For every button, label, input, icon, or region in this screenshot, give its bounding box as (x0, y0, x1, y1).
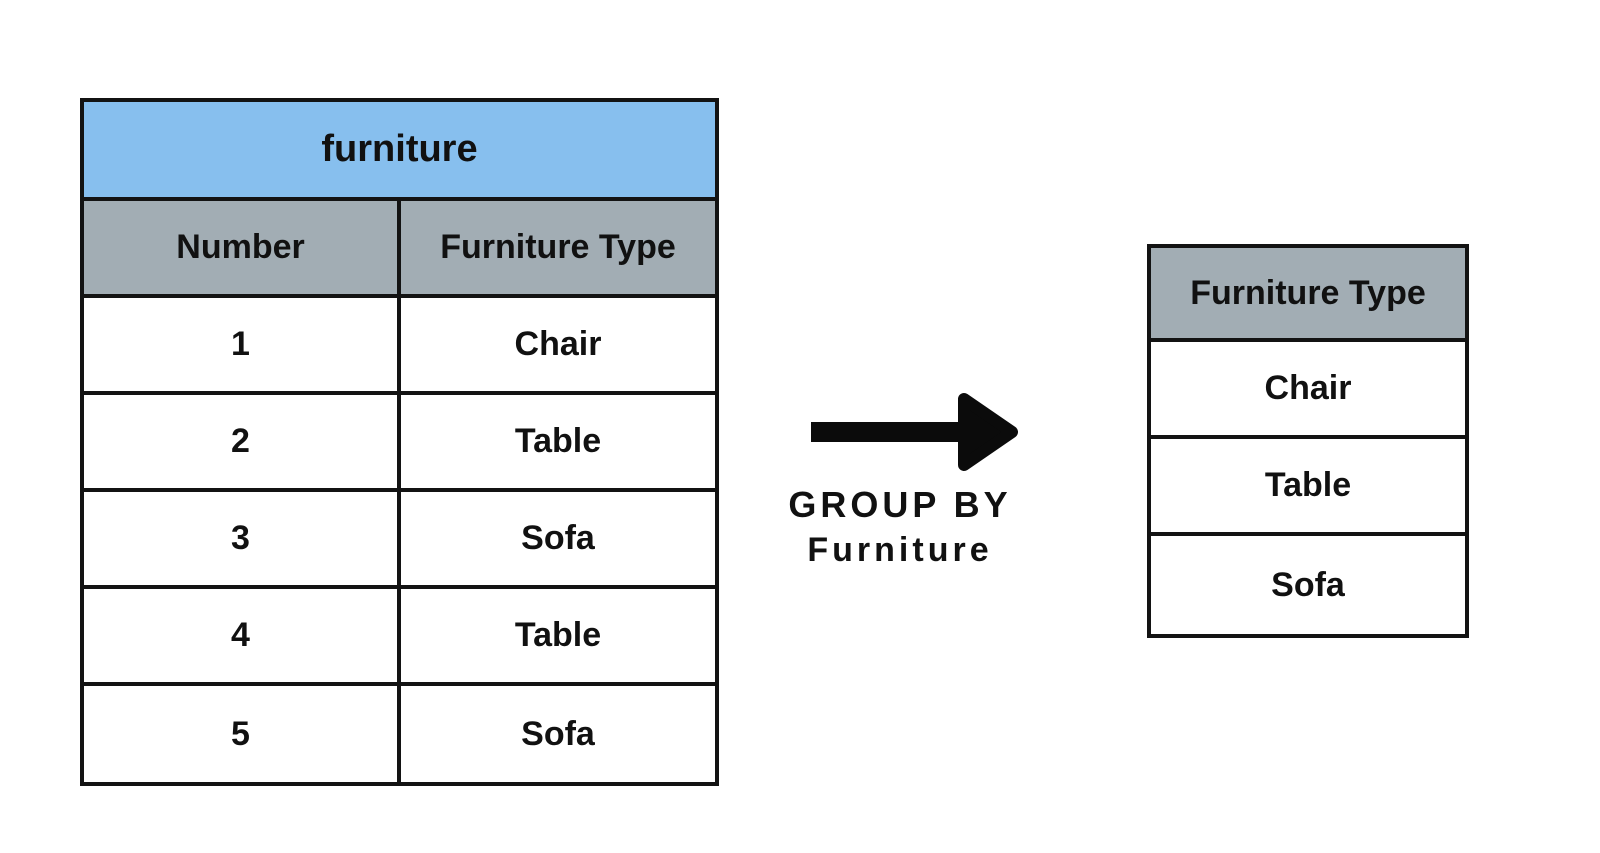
table-row: 2 Table (84, 395, 715, 492)
table-row: 1 Chair (84, 298, 715, 395)
result-row: Sofa (1271, 565, 1345, 604)
column-header-number: Number (84, 201, 401, 294)
right-arrow-icon (806, 392, 1018, 472)
cell-furniture-type: Chair (514, 325, 602, 363)
group-by-column-label: Furniture (807, 531, 993, 569)
cell-furniture-type: Table (514, 616, 602, 654)
result-table: Furniture Type Chair Table Sofa (1147, 244, 1469, 638)
cell-number: 4 (84, 589, 401, 682)
source-table: furniture Number Furniture Type 1 Chair … (80, 98, 719, 786)
group-by-label: GROUP BY (788, 484, 1012, 525)
cell-number: 1 (84, 298, 401, 391)
table-row: 4 Table (84, 589, 715, 686)
source-table-header-row: Number Furniture Type (84, 201, 715, 298)
cell-furniture-type: Table (514, 422, 602, 460)
table-row: 5 Sofa (84, 686, 715, 782)
cell-number: 3 (84, 492, 401, 585)
source-table-title: furniture (84, 102, 715, 201)
column-header-furniture-type: Furniture Type (440, 228, 676, 266)
result-row: Table (1151, 439, 1465, 536)
cell-furniture-type: Sofa (521, 714, 595, 753)
table-row: 3 Sofa (84, 492, 715, 589)
result-row: Chair (1151, 342, 1465, 439)
result-header-furniture-type: Furniture Type (1151, 248, 1465, 342)
cell-number: 5 (84, 686, 401, 782)
cell-furniture-type: Sofa (521, 519, 595, 557)
cell-number: 2 (84, 395, 401, 488)
